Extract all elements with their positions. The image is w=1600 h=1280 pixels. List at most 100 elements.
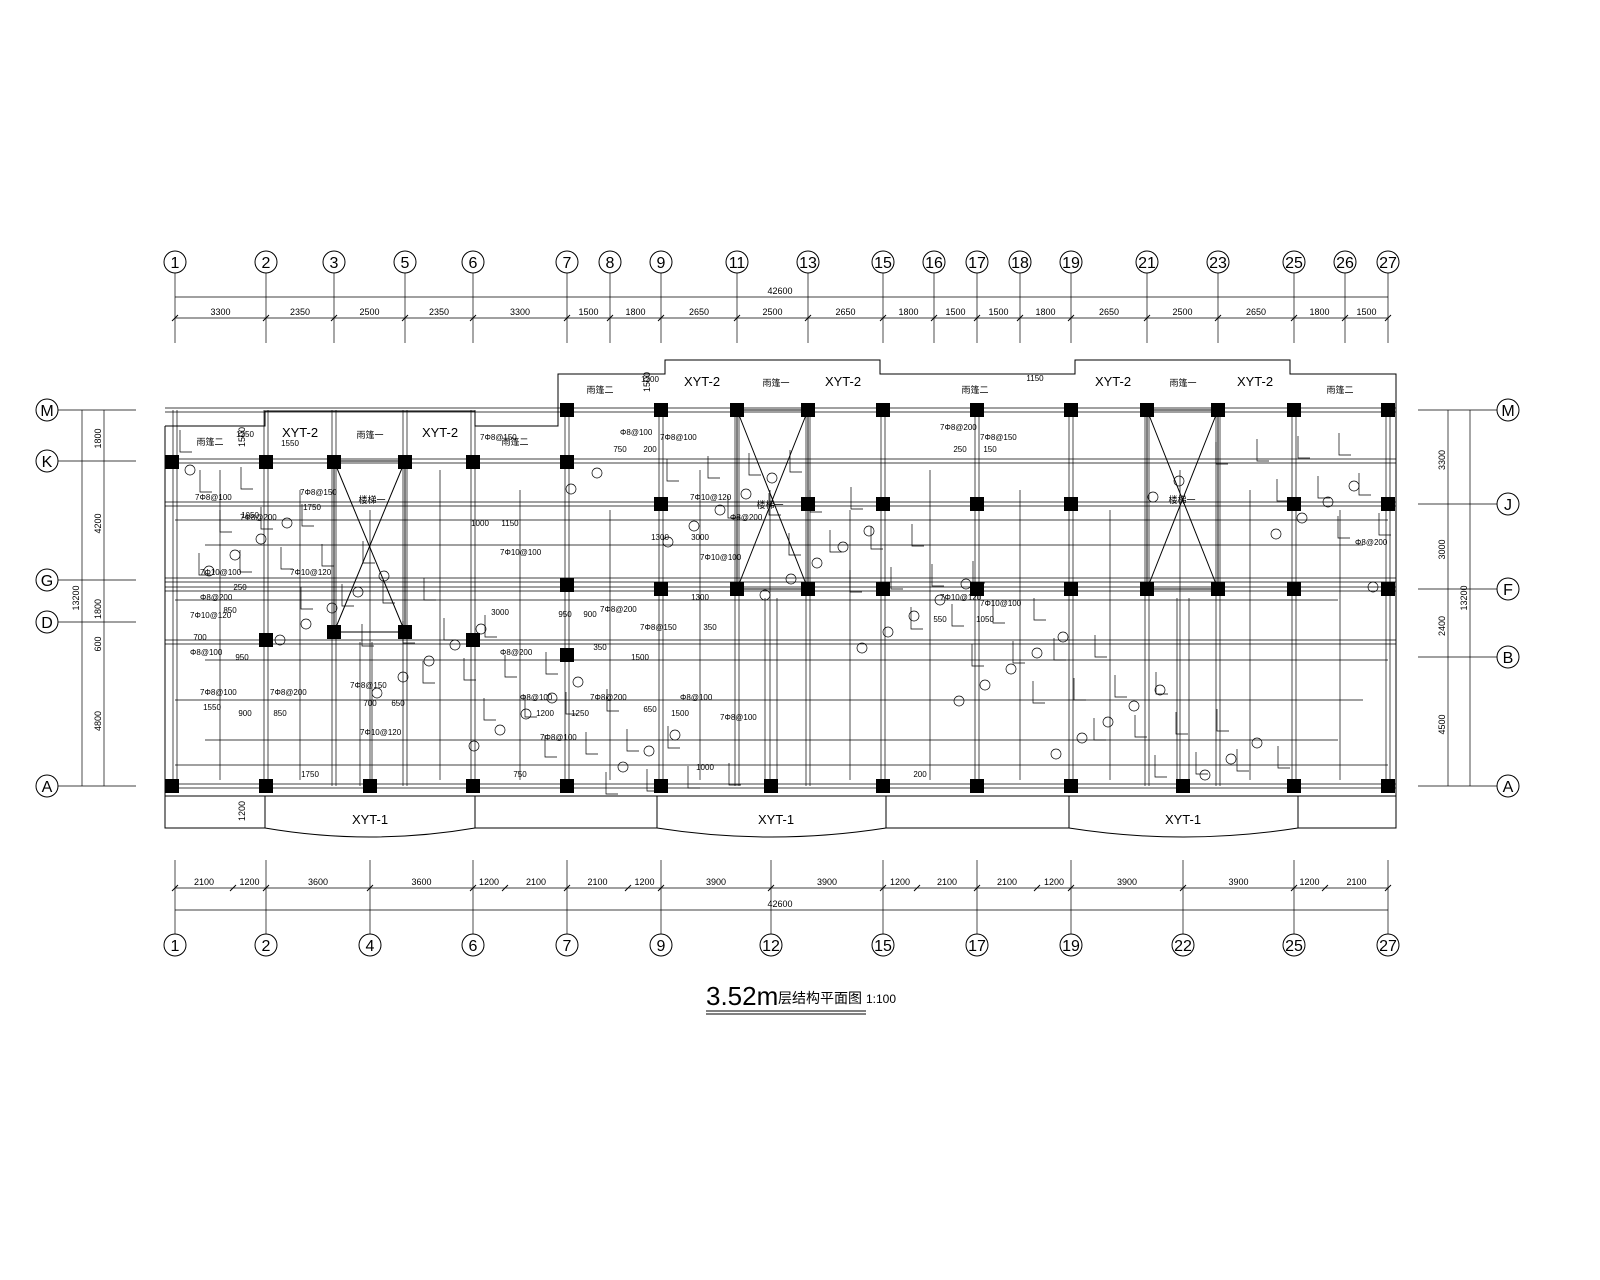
rebar-hook	[666, 459, 679, 482]
top-axis-16-label: 16	[925, 255, 943, 272]
span-mark: 1500	[671, 709, 689, 718]
rebar-hook	[951, 604, 964, 627]
dim-top-15: 2500	[1172, 307, 1192, 317]
rebar-hook	[667, 726, 680, 749]
rebar-hook	[1012, 641, 1025, 664]
dim-bottom-3: 3600	[411, 877, 431, 887]
slab-mark	[1225, 753, 1237, 765]
rebar-hook	[768, 493, 781, 516]
top-axis-18-label: 18	[1011, 255, 1029, 272]
dim-tick	[229, 884, 237, 892]
rebar-hook	[1073, 678, 1086, 701]
dim-top-10: 1800	[898, 307, 918, 317]
dim-top-8: 2500	[762, 307, 782, 317]
label-stair: 楼梯一	[358, 494, 385, 505]
span-mark: 3000	[691, 533, 709, 542]
rebar-note: 7Φ8@100	[195, 493, 232, 502]
dim-bottom-10: 1200	[890, 877, 910, 887]
column	[654, 779, 668, 793]
slab-mark	[281, 517, 293, 529]
column	[560, 403, 574, 417]
dim-tick	[1143, 314, 1151, 322]
rebar-hook	[1337, 516, 1350, 539]
dim-bottom-7: 1200	[634, 877, 654, 887]
label-xyt2: XYT-2	[422, 425, 458, 440]
rebar-note: 7Φ8@100	[720, 713, 757, 722]
top-axis-19-label: 19	[1062, 255, 1080, 272]
column	[398, 625, 412, 639]
column	[560, 648, 574, 662]
slab-mark	[371, 687, 383, 699]
slab-mark	[1031, 647, 1043, 659]
rebar-hook	[1175, 712, 1188, 735]
bottom-axis-2-label: 2	[262, 938, 271, 955]
span-mark: 1200	[536, 709, 554, 718]
column	[801, 582, 815, 596]
dim-bottom-1: 1200	[239, 877, 259, 887]
slab-mark	[203, 565, 215, 577]
top-axis-7-label: 7	[563, 255, 572, 272]
span-mark: 1150	[1026, 374, 1044, 383]
slab-mark	[494, 724, 506, 736]
dim-tick	[606, 314, 614, 322]
slab-mark	[1173, 475, 1185, 487]
column	[876, 582, 890, 596]
slab-mark	[1128, 700, 1140, 712]
rebar-annotations: 7Φ8@1007Φ8@2007Φ8@1507Φ10@1207Φ10@100Φ8@…	[179, 374, 1391, 795]
dim-tick	[1067, 314, 1075, 322]
balcony-arc-2	[656, 827, 887, 838]
rebar-hook	[382, 581, 395, 604]
dim-tick	[733, 314, 741, 322]
column	[730, 582, 744, 596]
dim-tick	[501, 884, 509, 892]
bottom-axis-9-label: 9	[657, 938, 666, 955]
top-axis-11-label: 11	[729, 255, 746, 272]
column	[1381, 497, 1395, 511]
slab-mark	[688, 520, 700, 532]
dim-right-total: 13200	[1459, 585, 1469, 610]
span-mark: 350	[703, 623, 717, 632]
rebar-hook	[504, 655, 517, 678]
rebar-hook	[544, 735, 557, 758]
rebar-hook	[1297, 436, 1310, 459]
slab-mark	[378, 570, 390, 582]
dim-tick	[366, 884, 374, 892]
floor-plan-outline	[164, 359, 1397, 838]
dim-tick	[879, 884, 887, 892]
slab-mark	[766, 472, 778, 484]
span-mark: 250	[953, 445, 967, 454]
rebar-hook	[972, 561, 985, 584]
right-axis-B-label: B	[1503, 650, 1514, 667]
column	[327, 625, 341, 639]
dim-top-12: 1500	[988, 307, 1008, 317]
slab-mark	[1270, 528, 1282, 540]
rebar-note: Φ8@200	[1355, 538, 1388, 547]
dim-top-0: 3300	[210, 307, 230, 317]
rebar-hook	[1338, 433, 1351, 456]
rebar-hook	[1215, 442, 1228, 465]
rebar-note: 7Φ10@100	[700, 553, 742, 562]
dim-top-5: 1500	[578, 307, 598, 317]
span-mark: 750	[513, 770, 527, 779]
label-canopy2: 雨篷二	[501, 436, 528, 447]
slab-mark	[863, 525, 875, 537]
dim-right-3: 4500	[1437, 714, 1447, 734]
balcony-left	[164, 796, 265, 829]
span-mark: 650	[391, 699, 405, 708]
slab-mark	[546, 692, 558, 704]
column	[654, 582, 668, 596]
span-mark: 700	[193, 633, 207, 642]
slab-mark	[229, 549, 241, 561]
slab-mark	[953, 695, 965, 707]
dim-tick	[262, 314, 270, 322]
dim-left-3: 600	[93, 636, 103, 651]
span-mark: 750	[613, 445, 627, 454]
top-axis-1-label: 1	[171, 255, 180, 272]
dim-tick	[1290, 314, 1298, 322]
top-axis-9-label: 9	[657, 255, 666, 272]
span-mark: 650	[643, 705, 657, 714]
span-mark: 1300	[651, 533, 669, 542]
column	[876, 497, 890, 511]
